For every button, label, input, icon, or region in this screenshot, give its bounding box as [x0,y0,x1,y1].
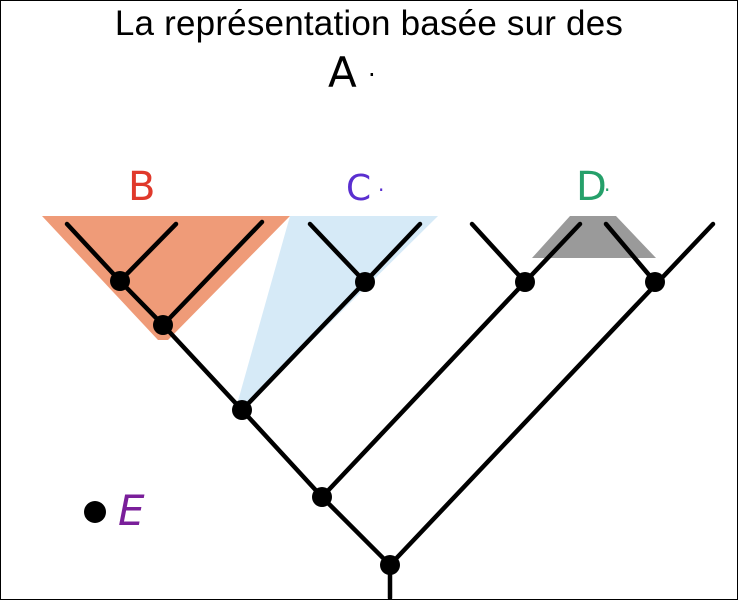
branch [362,221,423,285]
branch [160,219,265,328]
label-b: B [128,164,156,210]
branch [603,221,658,285]
label-a: A [328,48,357,97]
label-d: D [576,164,607,210]
legend-node-dot [84,501,106,523]
node-dot [110,271,130,291]
label-d-dot: . [604,172,611,196]
node-dot [153,315,173,335]
group-b-shade [42,216,290,340]
node-dot [645,272,665,292]
label-a-dot: . [368,54,376,82]
tree-nodes [84,271,665,575]
node-dot [355,272,375,292]
branch [239,407,325,500]
branch [307,221,368,285]
branch [117,278,166,328]
branch [319,279,528,500]
node-dot [232,400,252,420]
branch [64,221,123,284]
label-c: C [346,168,372,209]
slide-title: La représentation basée sur des [114,4,624,43]
branch [387,221,716,568]
label-c-dot: . [378,172,385,196]
branch [319,494,393,568]
branch [160,322,245,413]
node-dot [380,555,400,575]
branch [469,221,528,285]
branch [522,221,583,285]
group-d-shade [532,216,656,258]
branch [239,279,368,413]
branch [117,221,179,284]
node-dot [515,272,535,292]
node-dot [312,487,332,507]
label-e: E [118,486,145,535]
